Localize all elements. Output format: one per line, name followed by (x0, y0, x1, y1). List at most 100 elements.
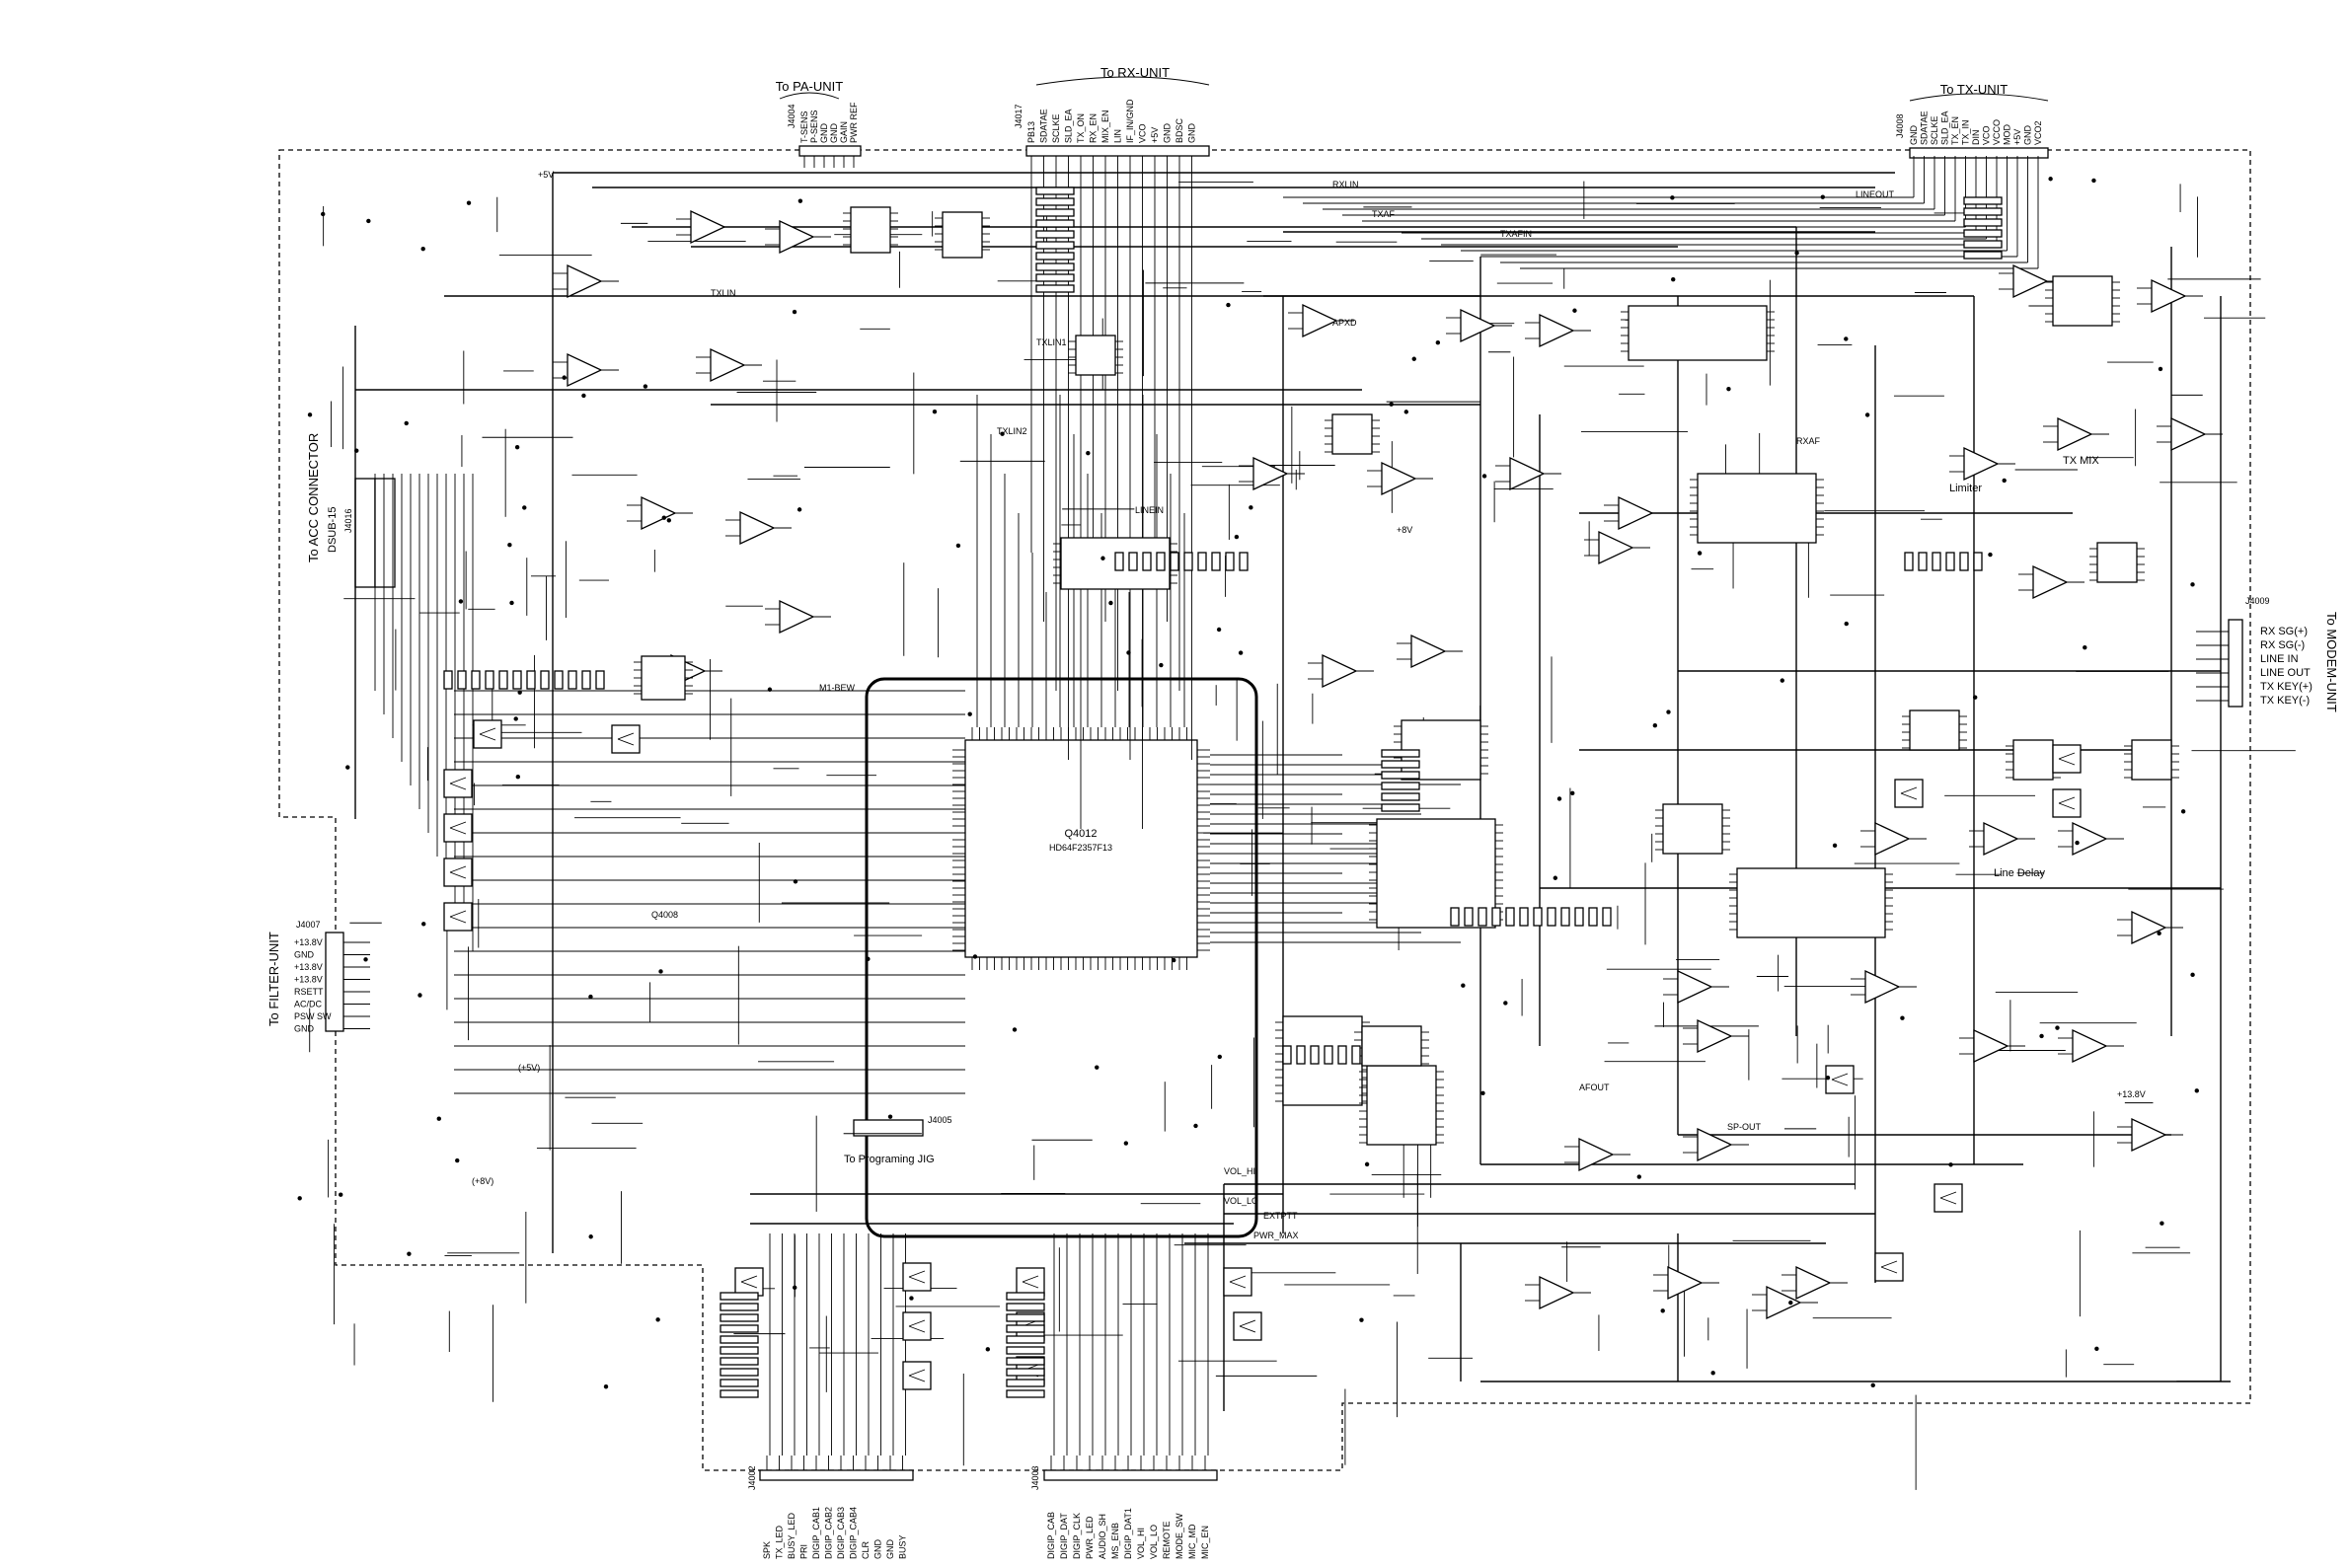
junction-dot (603, 1384, 609, 1389)
junction-dot (1095, 1065, 1099, 1070)
junction-dot (1900, 1015, 1905, 1020)
rx-pin-label: SCLKE (1051, 113, 1061, 143)
filter-pin-label: GND (294, 950, 315, 960)
junction-dot (2091, 178, 2096, 184)
net-name: SP-OUT (1727, 1122, 1762, 1132)
op-amp-symbol (1973, 1028, 2009, 1064)
bm-pin-label: MODE_SW (1175, 1513, 1184, 1559)
bottom-mid-ref: J4003 (1030, 1465, 1040, 1490)
rx-pin-label: MIX_EN (1100, 110, 1110, 143)
junction-dot (1988, 552, 1993, 558)
junction-dot (793, 879, 798, 884)
bm-pin-label: VOL_LO (1149, 1525, 1159, 1559)
transistor-array (473, 719, 502, 749)
junction-dot (1820, 194, 1825, 199)
tx-pin-label: VCCO (1992, 119, 2002, 145)
transistor-array (611, 724, 641, 754)
transistor-array (1825, 1065, 1855, 1094)
op-amp-symbol (1697, 1127, 1733, 1162)
transistor-array (1016, 1267, 1045, 1297)
rx-pin-label: TX_ON (1076, 113, 1086, 143)
junction-dot (1553, 875, 1558, 880)
bl-pin-label: DIGIP_CAB4 (849, 1507, 859, 1559)
pa-pin-label: T-SENS (799, 111, 809, 143)
op-amp-symbol (1864, 969, 1901, 1005)
net-name: RXAF (1796, 436, 1821, 446)
connector-tx-unit: To TX-UNIT J4008 (1895, 82, 2049, 159)
op-amp-symbol (779, 219, 815, 255)
transistor-array (1933, 1183, 1963, 1213)
junction-dot (1666, 709, 1671, 714)
bm-pin-label: PWR_LED (1085, 1516, 1095, 1559)
op-amp-symbol (2131, 1117, 2167, 1153)
passive-component (1945, 552, 1955, 571)
passive-component (1464, 907, 1474, 927)
junction-dot (363, 957, 368, 962)
junction-dot (909, 1296, 914, 1301)
ic-package (1662, 803, 1723, 855)
ic-package (1366, 1065, 1437, 1146)
junction-dot (1726, 386, 1731, 392)
junction-dot (466, 200, 472, 205)
junction-dot (1794, 251, 1799, 256)
junction-dot (792, 309, 797, 315)
net-name: EXTPTT (1263, 1211, 1298, 1221)
op-amp-symbol (739, 510, 776, 546)
junction-dot (1389, 402, 1394, 407)
passive-component (1574, 907, 1584, 927)
junction-dot (2194, 1088, 2199, 1093)
passive-component (1310, 1045, 1320, 1065)
junction-dot (1636, 1174, 1641, 1179)
junction-dot (2055, 1025, 2060, 1030)
tx-pin-label: SCLKE (1930, 115, 1939, 145)
junction-dot (2157, 931, 2161, 936)
junction-dot (666, 518, 672, 523)
junction-dot (1359, 1317, 1364, 1322)
rx-pin-label: +5V (1150, 127, 1160, 143)
passive-component (1381, 782, 1420, 790)
junction-dot (793, 1285, 797, 1291)
ic-package (1282, 1015, 1363, 1106)
connector-bottom-mid: J4003 (1030, 1465, 1218, 1490)
connector-pa-ref: J4004 (787, 104, 796, 128)
junction-dot (2048, 177, 2053, 182)
passive-component (1963, 240, 2003, 249)
passive-component (1602, 907, 1612, 927)
op-amp-symbol (1252, 456, 1289, 491)
passive-component (1963, 229, 2003, 238)
junction-dot (1832, 843, 1838, 849)
passive-component (1225, 552, 1235, 571)
junction-dot (2002, 478, 2007, 484)
junction-dot (1216, 627, 1222, 633)
junction-dot (2094, 1346, 2099, 1351)
passive-component (1006, 1368, 1045, 1377)
junction-dot (1481, 474, 1487, 479)
bl-pin-label: GND (885, 1539, 895, 1560)
bl-pin-label: GND (873, 1539, 883, 1560)
junction-dot (562, 375, 567, 380)
junction-dot (1660, 1308, 1665, 1313)
tx-pin-label: GND (1909, 125, 1919, 146)
junction-dot (2158, 366, 2163, 372)
filter-pin-label: +13.8V (294, 962, 323, 972)
junction-dot (522, 505, 527, 510)
passive-component (1035, 252, 1075, 261)
bm-pin-label: DIGIP_DAT1 (1123, 1508, 1133, 1559)
connector-acc-ref: J4016 (343, 508, 353, 533)
modem-pin-label: LINE OUT (2260, 667, 2311, 679)
junction-dot (643, 384, 648, 389)
connector-filter-title: To FILTER-UNIT (266, 932, 281, 1026)
junction-dot (517, 690, 522, 695)
ic-package (1628, 305, 1768, 361)
transistor-array (902, 1311, 932, 1341)
passive-component (485, 670, 494, 690)
transistor-array (443, 858, 473, 887)
cpu-ref: Q4012 (1064, 828, 1097, 840)
filter-pin-label: +13.8V (294, 975, 323, 985)
passive-component (1006, 1292, 1045, 1301)
ic-package (2012, 739, 2054, 781)
cpu-part: HD64F2357F13 (1049, 843, 1112, 853)
passive-component (1211, 552, 1221, 571)
junction-dot (661, 515, 666, 520)
